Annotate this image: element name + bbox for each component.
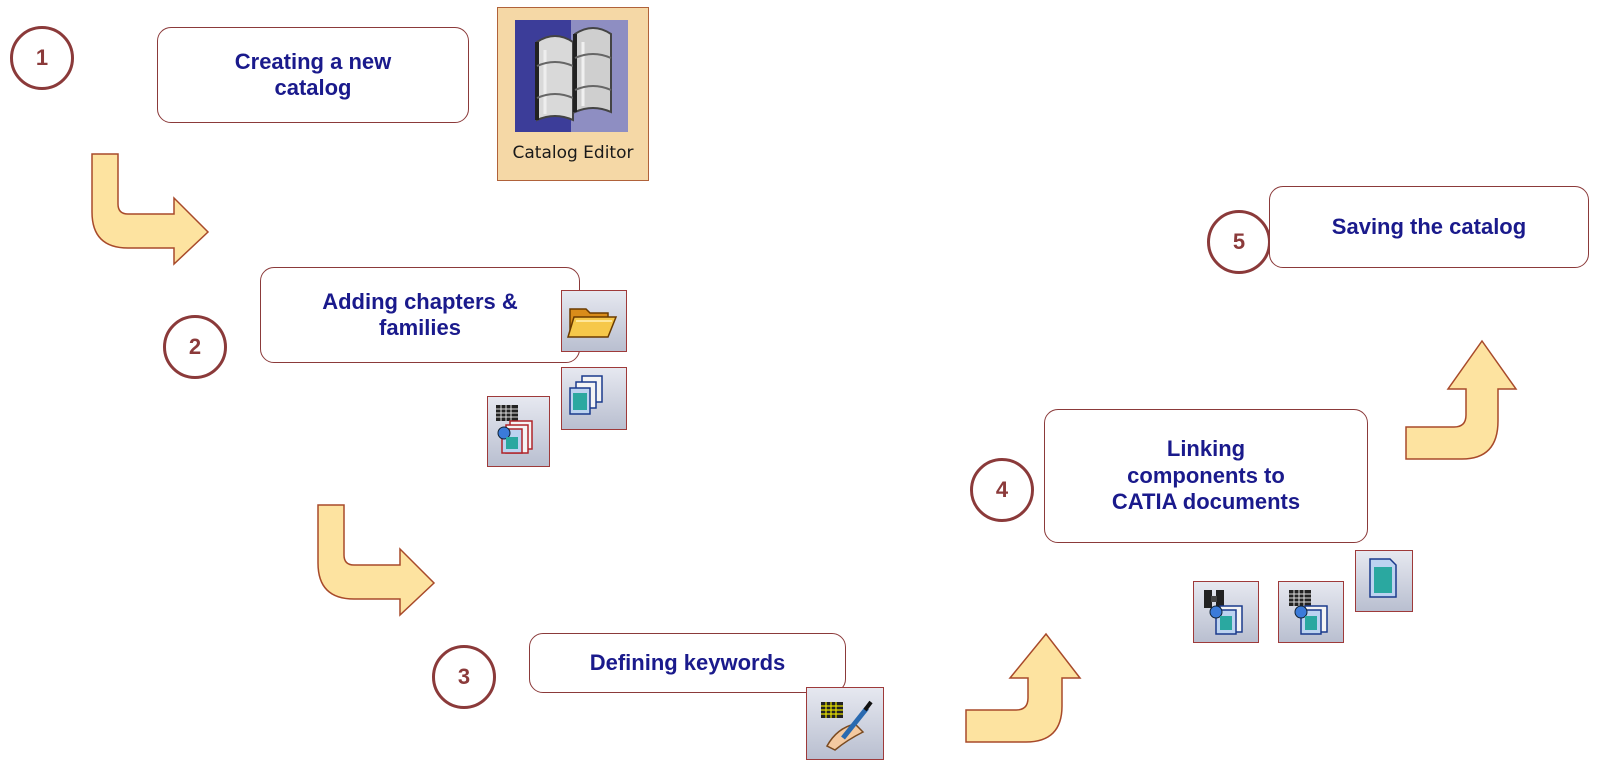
step-2-label-line-1: Adding chapters &	[322, 288, 518, 314]
add-keyword-button[interactable]	[806, 687, 884, 760]
catalog-editor-button[interactable]: Catalog Editor	[497, 7, 649, 181]
step-1-label-line-1: Creating a new	[234, 48, 392, 74]
step-4-label-line-3: CATIA documents	[1111, 489, 1301, 515]
add-component-link-button[interactable]	[1278, 581, 1344, 643]
add-component-icon	[496, 405, 533, 454]
step-1-label-line-2: catalog	[274, 75, 352, 100]
step-4-number: 4	[970, 458, 1034, 522]
step-1-number: 1	[10, 26, 74, 90]
add-family-icon	[569, 375, 603, 415]
step-3-box: Defining keywords	[529, 633, 846, 693]
step-1-box: Creating a new catalog	[157, 27, 469, 123]
add-keyword-icon	[821, 700, 873, 751]
step-5-number: 5	[1207, 210, 1271, 274]
step-5-box: Saving the catalog	[1269, 186, 1589, 268]
step-2-number: 2	[163, 315, 227, 379]
add-link-binoculars-icon	[1204, 590, 1243, 635]
flow-arrow-2-to-3	[317, 504, 436, 617]
add-chapter-folder-icon	[566, 308, 618, 338]
add-component-button[interactable]	[487, 396, 550, 467]
flow-arrow-3-to-4	[965, 632, 1082, 743]
step-5-label-line-1: Saving the catalog	[1331, 213, 1527, 239]
add-link-button[interactable]	[1193, 581, 1259, 643]
flow-arrow-1-to-2	[91, 153, 210, 266]
catalog-editor-books-icon	[515, 20, 628, 132]
step-4-box: Linking components to CATIA documents	[1044, 409, 1368, 543]
step-3-number: 3	[432, 645, 496, 709]
step-2-box: Adding chapters & families	[260, 267, 580, 363]
add-document-button[interactable]	[1355, 550, 1413, 612]
add-component-link-icon	[1289, 590, 1328, 635]
add-document-icon	[1369, 558, 1397, 598]
flow-arrow-4-to-5	[1405, 339, 1518, 460]
step-4-label-line-1: Linking	[1166, 436, 1246, 462]
add-chapter-button[interactable]	[561, 290, 627, 352]
step-2-label-line-2: families	[379, 315, 461, 340]
add-family-button[interactable]	[561, 367, 627, 430]
step-3-label-line-1: Defining keywords	[589, 649, 786, 675]
catalog-editor-label: Catalog Editor	[512, 143, 634, 163]
step-4-label-line-2: components to	[1127, 462, 1285, 488]
